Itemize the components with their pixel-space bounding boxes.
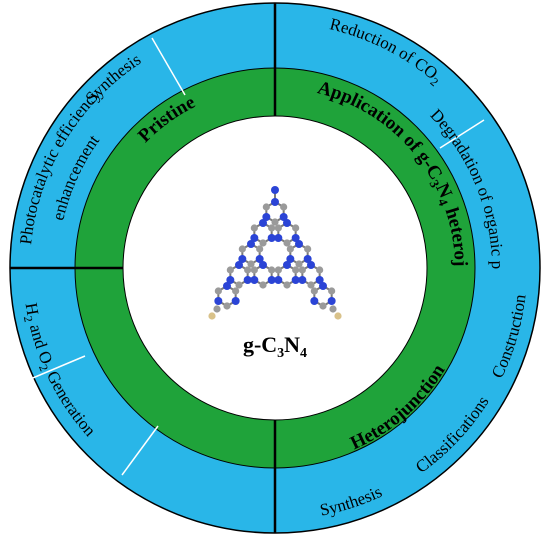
carbon-atom	[262, 203, 270, 211]
carbon-atom	[292, 266, 300, 274]
carbon-atom	[280, 203, 288, 211]
carbon-atom	[334, 312, 342, 320]
nitrogen-atom	[243, 276, 252, 284]
nitrogen-atom	[327, 297, 336, 305]
carbon-atom	[286, 245, 294, 253]
nitrogen-atom	[223, 282, 231, 290]
nitrogen-atom	[286, 255, 295, 263]
nitrogen-atom	[262, 213, 271, 221]
nitrogen-atom	[247, 240, 255, 248]
center-title: g-C3N4	[243, 332, 307, 361]
nitrogen-atom	[271, 198, 279, 206]
carbon-atom	[268, 266, 276, 274]
center-circle	[122, 115, 428, 421]
nitrogen-atom	[271, 186, 279, 194]
nitrogen-atom	[250, 234, 259, 242]
nitrogen-atom	[250, 276, 259, 284]
carbon-atom	[328, 287, 336, 295]
carbon-atom	[247, 260, 255, 268]
carbon-atom	[223, 302, 231, 310]
nitrogen-atom	[259, 219, 267, 227]
carbon-atom	[319, 302, 327, 310]
carbon-atom	[208, 312, 216, 320]
nitrogen-atom	[303, 255, 312, 263]
nitrogen-atom	[259, 261, 267, 269]
carbon-atom	[304, 245, 312, 253]
carbon-atom	[310, 287, 318, 295]
carbon-atom	[244, 266, 252, 274]
g-c3n4-molecule-icon	[208, 186, 342, 320]
carbon-atom	[307, 281, 315, 289]
carbon-atom	[238, 245, 246, 253]
carbon-atom	[232, 287, 240, 295]
nitrogen-atom	[255, 255, 264, 263]
nitrogen-atom	[231, 297, 240, 305]
divider-white-botleft-2	[121, 425, 159, 476]
carbon-atom	[329, 305, 337, 313]
carbon-atom	[316, 266, 324, 274]
carbon-atom	[283, 239, 291, 247]
carbon-atom	[256, 245, 264, 253]
nitrogen-atom	[226, 276, 235, 284]
nitrogen-atom	[310, 297, 319, 305]
divider-white-topleft	[151, 37, 186, 96]
nitrogen-atom	[298, 276, 307, 284]
carbon-atom	[226, 266, 234, 274]
carbon-atom	[250, 224, 258, 232]
nitrogen-atom	[283, 261, 291, 269]
nitrogen-atom	[283, 219, 291, 227]
nitrogen-atom	[267, 276, 276, 284]
divider-white-botleft-1	[27, 355, 86, 381]
carbon-atom	[283, 281, 291, 289]
nitrogen-atom	[295, 240, 303, 248]
nitrogen-atom	[274, 276, 283, 284]
nitrogen-atom	[274, 234, 283, 242]
carbon-atom	[295, 260, 303, 268]
carbon-atom	[250, 266, 258, 274]
nitrogen-atom	[214, 297, 223, 305]
carbon-atom	[214, 287, 222, 295]
carbon-atom	[271, 218, 279, 226]
carbon-atom	[268, 224, 276, 232]
carbon-atom	[274, 224, 282, 232]
nitrogen-atom	[238, 255, 247, 263]
nitrogen-atom	[235, 261, 243, 269]
carbon-atom	[235, 281, 243, 289]
nitrogen-atom	[291, 234, 300, 242]
carbon-atom	[274, 266, 282, 274]
carbon-atom	[213, 305, 221, 313]
carbon-atom	[292, 224, 300, 232]
nitrogen-atom	[279, 213, 288, 221]
nitrogen-atom	[319, 282, 327, 290]
carbon-atom	[259, 239, 267, 247]
divider-white-right	[439, 119, 485, 149]
nitrogen-atom	[267, 234, 276, 242]
carbon-atom	[259, 281, 267, 289]
carbon-atom	[298, 266, 306, 274]
nitrogen-atom	[307, 261, 315, 269]
nitrogen-atom	[291, 276, 300, 284]
nitrogen-atom	[315, 276, 324, 284]
